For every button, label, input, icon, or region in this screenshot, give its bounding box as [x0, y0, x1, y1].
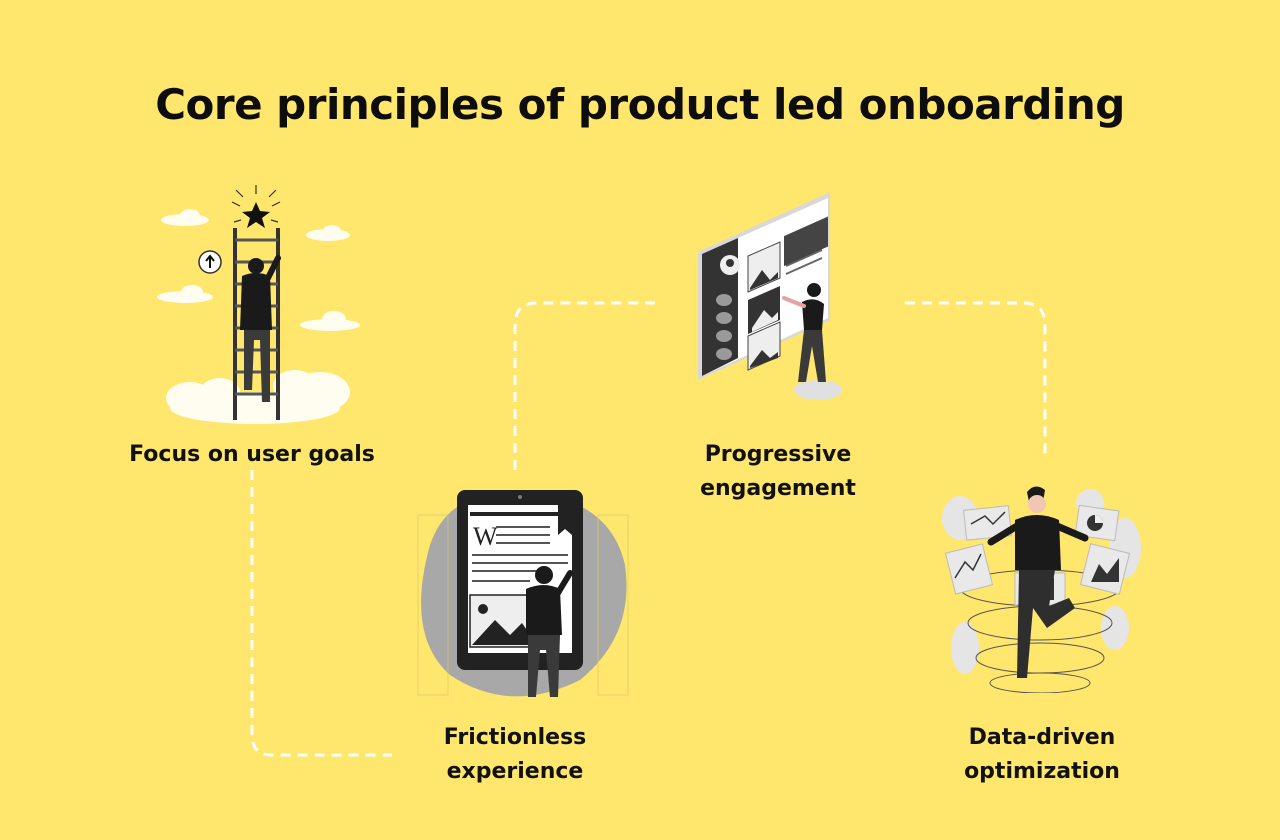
- ladder-star-icon: [157, 185, 360, 424]
- dashboard-screen-icon: [698, 192, 842, 400]
- principle-label-progressive: Progressive engagement: [700, 442, 856, 501]
- analytics-person-icon: [942, 486, 1141, 693]
- tablet-reader-icon: W: [417, 490, 629, 697]
- page-title: Core principles of product led onboardin…: [155, 80, 1125, 129]
- svg-text:W: W: [473, 522, 498, 551]
- principle-label-data-driven: Data-driven optimization: [964, 725, 1120, 784]
- principle-label-frictionless: Frictionless experience: [443, 725, 587, 784]
- principle-label-focus: Focus on user goals: [129, 442, 375, 467]
